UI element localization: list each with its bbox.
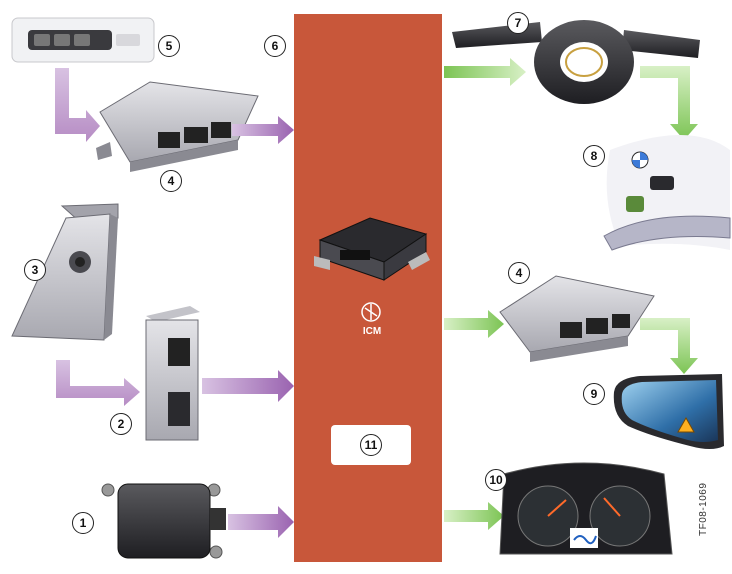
arrow-icm-to-10 [444,502,504,530]
icm-module [314,217,430,281]
steering-column-switch-7 [452,20,700,104]
steering-wheel-8 [603,135,731,251]
switch-panel-5 [11,17,155,63]
callout-7: 7 [507,12,529,34]
icm-symbol-icon [361,302,381,322]
arrow-7-to-icm [444,58,526,86]
callout-10: 10 [485,469,507,491]
arrow-4-to-icm [232,116,294,144]
arrow-3-to-2 [56,360,140,406]
callout-2: 2 [110,413,132,435]
exterior-mirror-9 [613,374,724,449]
camera-bracket-3 [11,203,119,341]
callout-6: 6 [264,35,286,57]
arrow-7-to-8 [640,66,698,140]
document-id: TF08-1069 [698,482,709,536]
sensor-module-1 [101,483,226,559]
callout-5: 5 [158,35,180,57]
arrow-4-to-9 [640,318,698,374]
callout-8: 8 [583,145,605,167]
callout-3: 3 [24,259,46,281]
callout-4-bottom: 4 [508,262,530,284]
callout-4-top: 4 [160,170,182,192]
arrow-icm-to-4 [444,310,504,338]
arrow-5-to-4 [55,68,100,142]
instrument-cluster-10 [499,462,673,555]
control-module-4-bottom [499,275,655,362]
control-unit-2 [145,306,200,441]
integrated-chassis-management-bus [294,14,442,562]
callout-1: 1 [72,512,94,534]
arrow-2-to-icm [202,370,294,402]
callout-11: 11 [360,434,382,456]
arrow-1-to-icm [228,506,294,538]
icm-label: ICM [362,326,382,337]
control-module-4-top [96,81,259,172]
callout-box-11: 11 [331,425,411,465]
callout-9: 9 [583,383,605,405]
